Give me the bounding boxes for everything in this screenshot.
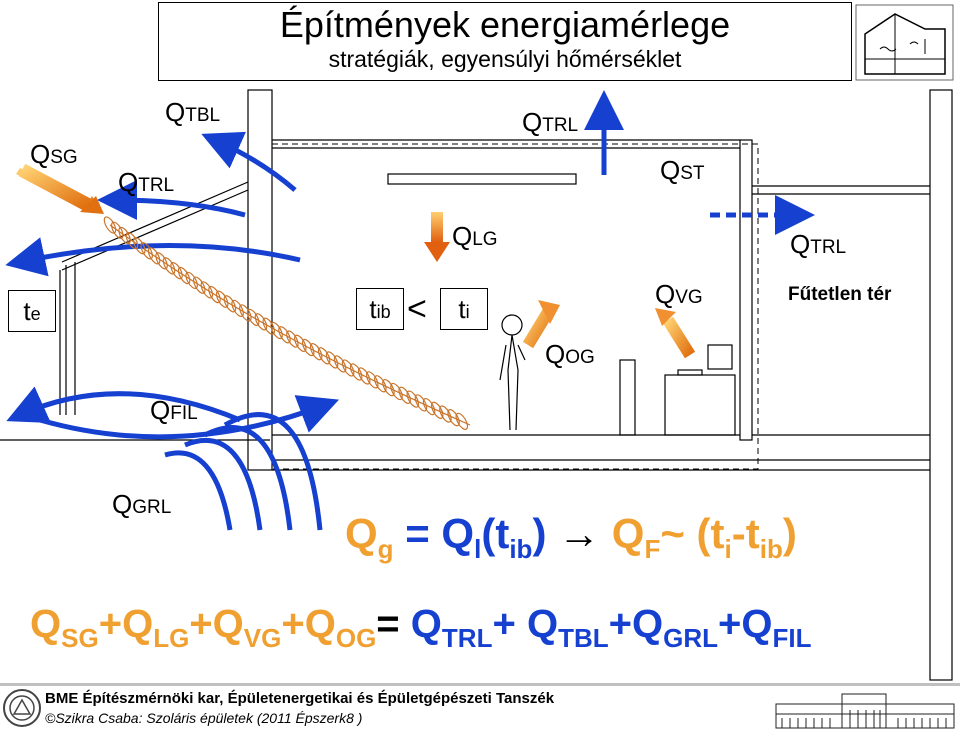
label-qst: QST [660,156,705,188]
equation-1: Qg = Ql(tib) → QF~ (ti-tib) [345,510,797,573]
label-qtrl-right: QTRL [790,230,846,262]
footer-credit: ©Szikra Csaba: Szoláris épületek (2011 É… [45,710,362,726]
tib-box: tib [356,288,404,330]
label-qtbl: QTBL [165,98,220,130]
label-qtrl-top: QTRL [522,108,578,140]
te-box: te [8,290,56,332]
footer-department: BME Építészmérnöki kar, Épületenergetika… [45,690,554,707]
footer-divider [0,683,960,686]
label-qsg: QSG [30,140,78,172]
university-building-drawing-icon [772,690,958,730]
label-qog: QOG [545,340,595,372]
label-qgrl: QGRL [112,490,171,522]
label-unheated-space: Fűtetlen tér [788,284,891,306]
ti-box: ti [440,288,488,330]
eq2-term: Q [30,602,61,646]
svg-text:<: < [407,290,427,328]
equation-2: QSG+QLG+QVG+QOG= QTRL+ QTBL+QGRL+QFIL [30,600,811,662]
person-figure-icon [500,315,525,430]
label-qvg: QVG [655,280,703,312]
energy-balance-diagram: < [0,0,960,683]
university-logo-icon [2,688,42,728]
label-qfil: QFIL [150,396,198,428]
label-qtrl-left: QTRL [118,168,174,200]
label-qlg: QLG [452,222,498,254]
